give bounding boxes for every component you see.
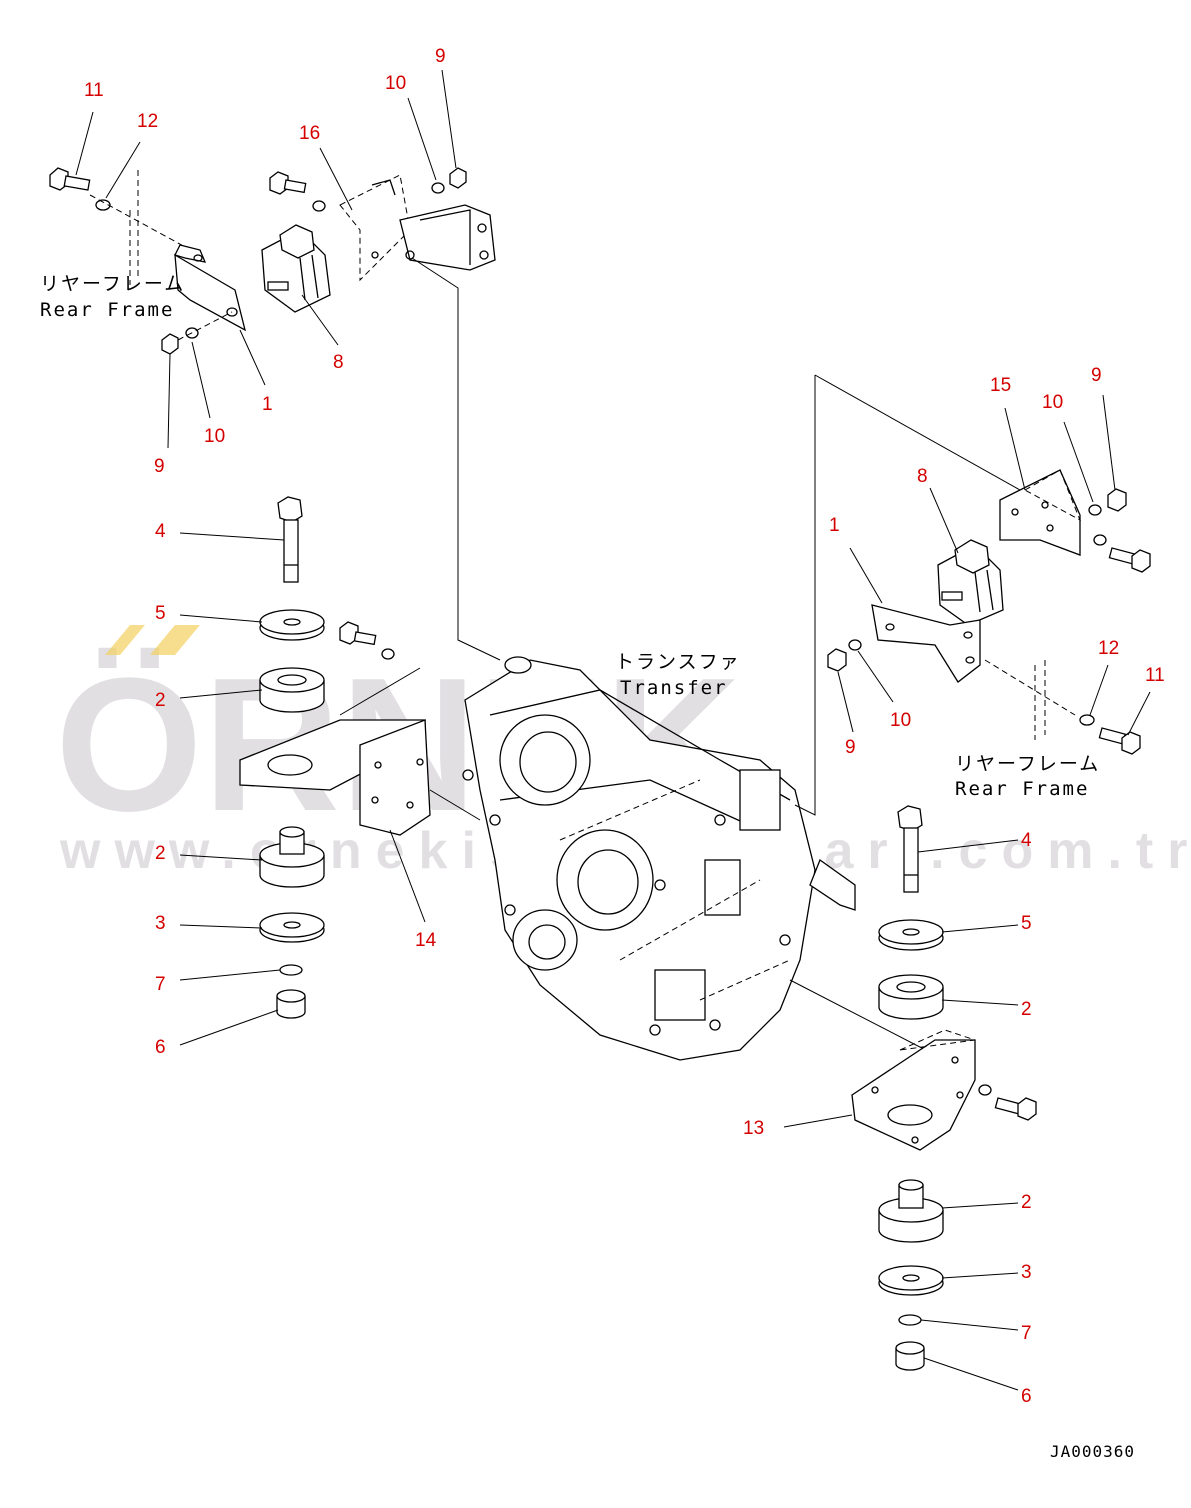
- connector-lines: [339, 257, 1021, 1061]
- washer-5-left: [259, 609, 325, 641]
- rear-frame-label-en-right: Rear Frame: [955, 778, 1089, 800]
- callout-16: 16: [299, 123, 320, 144]
- mount-8-left: [261, 224, 331, 313]
- callout-9-right-lower: 9: [845, 737, 856, 758]
- washer-right-bolt: [1093, 534, 1107, 546]
- callout-8-right: 8: [917, 466, 928, 487]
- nut-9-left-lower: [161, 333, 179, 355]
- bolt-11-right: [1121, 731, 1141, 755]
- bolt-right-top: [1131, 549, 1151, 573]
- transfer-label-jp: トランスファ: [615, 651, 741, 673]
- callout-3-right: 3: [1021, 1262, 1032, 1283]
- callout-2-left-upper: 2: [155, 690, 166, 711]
- cushion-2-left-upper: [259, 667, 325, 713]
- transfer-case: [462, 656, 856, 1061]
- callouts: 11 12 16 10 9 8 1 10 9 4 5 2 2 3 7 6 14 …: [84, 46, 1165, 1407]
- drawing-code: JA000360: [1050, 1442, 1135, 1461]
- callout-9-right-top: 9: [1091, 365, 1102, 386]
- callout-7-right: 7: [1021, 1323, 1032, 1344]
- callout-10-right-lower: 10: [890, 710, 911, 731]
- callout-5-right: 5: [1021, 913, 1032, 934]
- callout-11-right: 11: [1145, 665, 1165, 686]
- nut-9-right-top: [1107, 488, 1127, 512]
- bracket-14: [239, 719, 431, 836]
- washer-10-right-lower: [848, 639, 862, 651]
- bracket-13: [851, 1029, 976, 1151]
- callout-2-right-lower: 2: [1021, 1192, 1032, 1213]
- callout-4-left: 4: [155, 521, 166, 542]
- left-stack: [239, 496, 431, 1019]
- rear-frame-label-jp-right: リヤーフレーム: [955, 753, 1100, 775]
- right-stack: [851, 805, 1037, 1371]
- callout-6-right: 6: [1021, 1386, 1032, 1407]
- bolt-4-left: [277, 496, 303, 583]
- mount-8-right: [937, 539, 1004, 626]
- callout-10-top: 10: [385, 73, 406, 94]
- callout-15: 15: [990, 375, 1011, 396]
- transfer-label-en: Transfer: [620, 677, 728, 699]
- washer-10-top: [431, 182, 445, 194]
- washer-12-right: [1079, 714, 1095, 726]
- callout-12-right: 12: [1098, 638, 1119, 659]
- cushion-2-right-upper: [878, 974, 944, 1020]
- washer-3-left: [259, 912, 325, 943]
- nut-9-right-lower: [827, 648, 847, 672]
- washer-3-right: [878, 1265, 944, 1296]
- cushion-2-left-lower: [259, 826, 325, 888]
- washer-right-plate: [978, 1084, 992, 1096]
- nut-6-right: [895, 1341, 925, 1371]
- bolt-4-right: [897, 805, 923, 893]
- callout-2-left-lower: 2: [155, 843, 166, 864]
- callout-4-right: 4: [1021, 830, 1032, 851]
- leader-lines: [75, 69, 1151, 1391]
- washer-middle-top: [312, 200, 326, 212]
- washer-7-right: [898, 1314, 922, 1326]
- callout-1-left: 1: [262, 394, 273, 415]
- nut-9-top: [449, 167, 467, 189]
- bracket-15: [999, 469, 1081, 556]
- callout-10-right-top: 10: [1042, 392, 1063, 413]
- callout-9-left: 9: [154, 456, 165, 477]
- rear-frame-label-en-left: Rear Frame: [40, 299, 174, 321]
- bracket-1-right: [871, 604, 981, 683]
- rear-frame-label-jp-left: リヤーフレーム: [40, 273, 185, 295]
- bolt-right-plate: [1017, 1097, 1037, 1121]
- washer-10-right-top: [1088, 504, 1102, 516]
- callout-7-left: 7: [155, 974, 166, 995]
- annotations: リヤーフレーム Rear Frame トランスファ Transfer リヤーフレ…: [40, 273, 1135, 1461]
- callout-3-left: 3: [155, 913, 166, 934]
- callout-5-left: 5: [155, 603, 166, 624]
- washer-left-plate: [381, 648, 395, 660]
- washer-5-right: [878, 919, 944, 951]
- callout-2-right-upper: 2: [1021, 999, 1032, 1020]
- callout-12-top-left: 12: [137, 111, 158, 132]
- right-mount: [827, 469, 1151, 755]
- nut-6-left: [276, 989, 306, 1019]
- callout-11-top-left: 11: [84, 80, 104, 101]
- top-left-mount: [49, 167, 496, 355]
- callout-6-left: 6: [155, 1037, 166, 1058]
- callout-14: 14: [415, 930, 437, 951]
- bracket-1-left: [174, 244, 246, 332]
- callout-8-left: 8: [333, 352, 344, 373]
- bolt-11-left: [49, 167, 91, 191]
- callout-9-top: 9: [435, 46, 446, 67]
- callout-1-right: 1: [829, 515, 840, 536]
- bracket-16: [339, 174, 496, 282]
- callout-10-left: 10: [204, 426, 225, 447]
- cushion-2-right-lower: [878, 1179, 944, 1243]
- callout-13: 13: [743, 1118, 764, 1139]
- washer-7-left: [279, 964, 303, 976]
- washer-12-left: [95, 199, 111, 211]
